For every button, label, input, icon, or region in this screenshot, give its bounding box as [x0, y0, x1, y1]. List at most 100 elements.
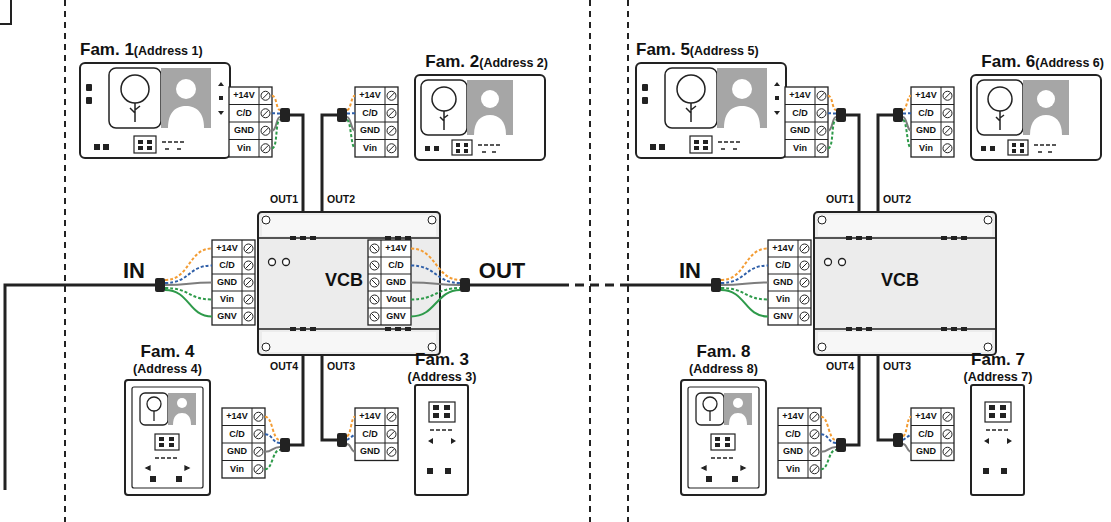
pin-name: GND	[212, 274, 242, 291]
pin-name: Vin	[768, 291, 798, 308]
apartment-group	[80, 63, 545, 495]
pin-name: GNV	[768, 308, 798, 325]
terminal-block	[337, 408, 398, 461]
pin-name: C/D	[229, 105, 259, 123]
title-group: VCB	[876, 270, 924, 291]
port-name: OUT	[474, 259, 530, 283]
terminal-block	[229, 87, 290, 157]
port-name: IN	[672, 259, 708, 283]
door-phone-illustration	[415, 385, 468, 495]
monitor-illustration	[125, 380, 210, 495]
output-name: OUT4	[269, 360, 299, 372]
apartment-station: Fam. 3(Address 3)	[337, 350, 490, 497]
pin-name: Vin	[911, 140, 941, 158]
family-name: Fam. 2	[425, 52, 479, 72]
pin-name: C/D	[381, 257, 411, 274]
apartment-station: Fam. 8(Address 8)	[676, 342, 846, 497]
pin-name: C/D	[911, 105, 941, 123]
pin-name: +14V	[785, 87, 815, 105]
pin-name: C/D	[778, 426, 808, 444]
pin-name: +14V	[355, 408, 385, 426]
address-label: (Address 4)	[133, 362, 202, 376]
cable-segment	[625, 284, 711, 287]
address-label: (Address 3)	[408, 370, 477, 384]
pin-name: Vin	[222, 461, 252, 479]
pin-name: GND	[911, 122, 941, 140]
apartment-station: Fam. 1(Address 1)	[80, 40, 290, 160]
output-name: OUT4	[825, 360, 855, 372]
pin-name: +14V	[778, 408, 808, 426]
output-name: OUT3	[882, 360, 912, 372]
title-group: Fam. 5(Address 5)	[636, 40, 806, 60]
output-name: OUT3	[326, 360, 356, 372]
address-label: (Address 7)	[964, 370, 1033, 384]
pin-name: +14V	[911, 87, 941, 105]
apartment-group	[636, 63, 1101, 495]
pin-name: C/D	[222, 426, 252, 444]
monitor-illustration	[80, 63, 230, 158]
output-name: OUT1	[825, 193, 855, 205]
apartment-station: Fam. 7(Address 7)	[893, 350, 1046, 497]
title-group: Fam. 6(Address 6)	[943, 52, 1104, 72]
pin-name: C/D	[785, 105, 815, 123]
title-group: Fam. 7(Address 7)	[956, 350, 1040, 384]
pin-name: +14V	[229, 87, 259, 105]
pin-name: +14V	[911, 408, 941, 426]
device-name: VCB	[325, 270, 363, 291]
pin-name: GND	[229, 122, 259, 140]
pin-name: GNV	[381, 308, 411, 325]
family-name: Fam. 5	[636, 40, 690, 60]
device-name: VCB	[881, 270, 919, 291]
pin-name: +14V	[212, 240, 242, 257]
family-name: Fam. 6	[981, 52, 1035, 72]
pin-name: +14V	[355, 87, 385, 105]
bus-cable	[470, 285, 711, 286]
control-box: VCB	[155, 212, 470, 355]
pin-name: +14V	[381, 240, 411, 257]
title-group: Fam. 3(Address 3)	[400, 350, 484, 384]
separator-lines	[65, 0, 628, 522]
pin-name: GND	[355, 122, 385, 140]
family-name: Fam. 1	[80, 40, 134, 60]
pin-name: +14V	[222, 408, 252, 426]
pin-name: Vout	[381, 291, 411, 308]
output-name: OUT1	[269, 193, 299, 205]
apartment-station: Fam. 5(Address 5)	[636, 40, 846, 160]
terminal-block	[337, 87, 398, 157]
pin-name: C/D	[355, 105, 385, 123]
title-group: Fam. 1(Address 1)	[80, 40, 250, 60]
address-label: (Address 6)	[1035, 56, 1104, 70]
pin-name: GND	[222, 443, 252, 461]
pin-name: Vin	[785, 140, 815, 158]
pin-name: C/D	[768, 257, 798, 274]
apartment-station: Fam. 4(Address 4)	[120, 342, 290, 497]
title-group: Fam. 2(Address 2)	[387, 52, 548, 72]
terminal-block	[368, 240, 470, 325]
pin-name: C/D	[355, 426, 385, 444]
title-group: Fam. 8(Address 8)	[676, 342, 771, 376]
title-group: Fam. 4(Address 4)	[120, 342, 215, 376]
monitor-illustration	[415, 75, 545, 160]
pin-name: +14V	[768, 240, 798, 257]
pin-name: GND	[911, 443, 941, 461]
pin-name: Vin	[212, 291, 242, 308]
port-name: IN	[116, 259, 152, 283]
pin-name: C/D	[212, 257, 242, 274]
terminal-block	[155, 240, 255, 325]
output-name: OUT2	[326, 193, 356, 205]
address-label: (Address 1)	[134, 44, 203, 58]
pin-name: GND	[785, 122, 815, 140]
address-label: (Address 5)	[690, 44, 759, 58]
pin-name: GNV	[212, 308, 242, 325]
address-label: (Address 2)	[479, 56, 548, 70]
pin-name: GND	[768, 274, 798, 291]
cable-segment	[560, 284, 625, 287]
pin-name: Vin	[778, 461, 808, 479]
terminal-block	[222, 408, 290, 478]
pin-name: GND	[778, 443, 808, 461]
pin-name: GND	[355, 443, 385, 461]
pin-name: Vin	[229, 140, 259, 158]
